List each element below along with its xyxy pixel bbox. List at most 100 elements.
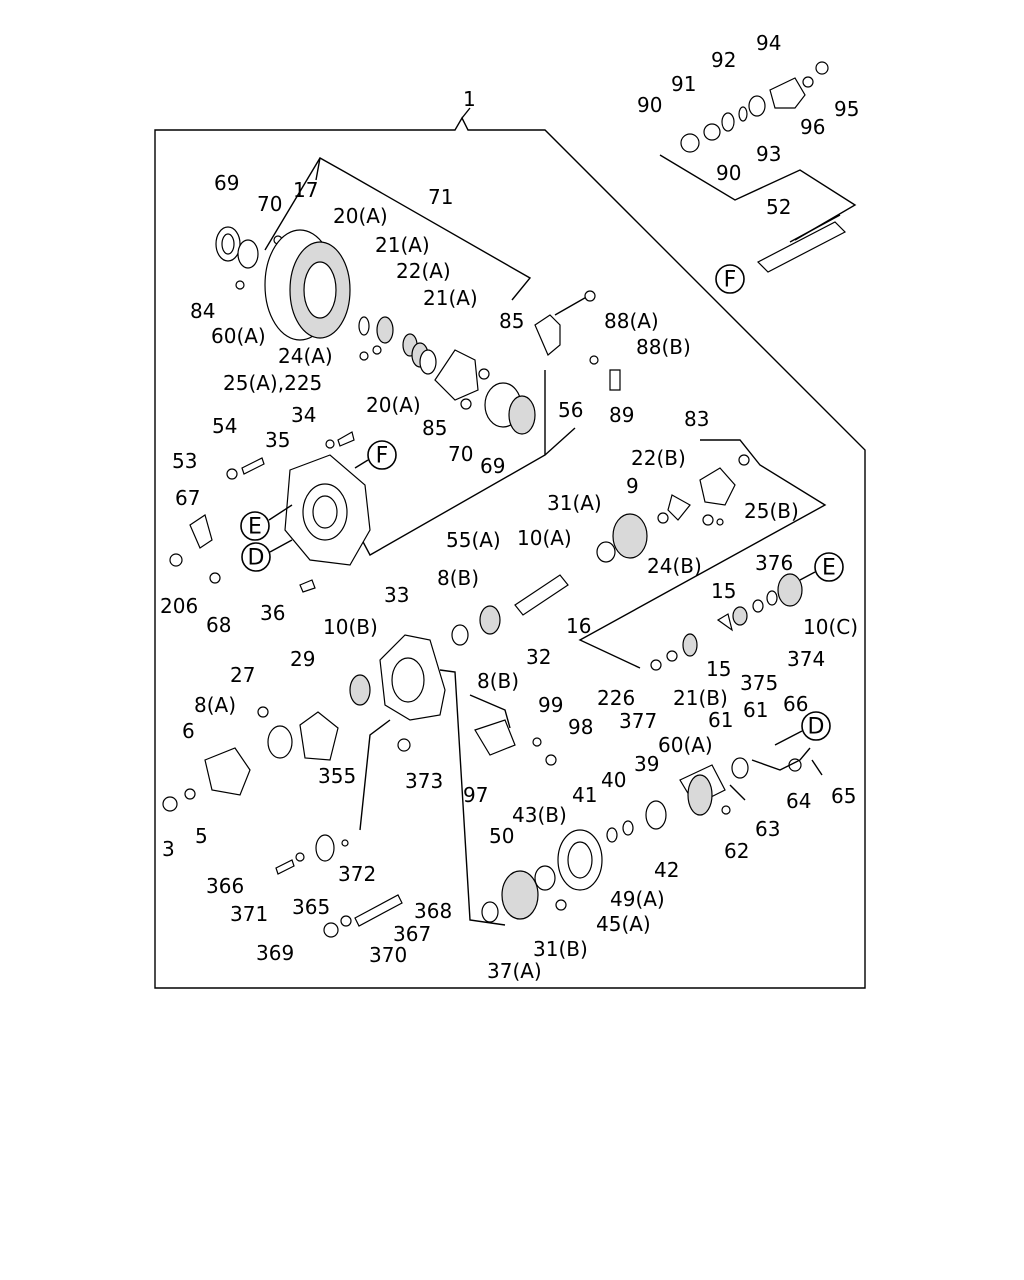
- label-91: 91: [671, 72, 696, 96]
- svg-text:F: F: [376, 444, 389, 469]
- label-21a-upper: 21(A): [375, 233, 430, 257]
- label-85-lower: 85: [422, 416, 447, 440]
- label-27: 27: [230, 663, 255, 687]
- label-10a: 10(A): [517, 526, 572, 550]
- callout-d-housing: D: [241, 542, 271, 572]
- label-16: 16: [566, 614, 591, 638]
- label-70-bottom: 70: [448, 442, 473, 466]
- label-15-upper: 15: [711, 579, 736, 603]
- ring-gear-group: [215, 157, 621, 435]
- label-36: 36: [260, 601, 285, 625]
- label-68: 68: [206, 613, 231, 637]
- label-95: 95: [834, 97, 859, 121]
- label-375: 375: [740, 671, 778, 695]
- label-52: 52: [766, 195, 791, 219]
- label-25b: 25(B): [744, 499, 799, 523]
- label-366: 366: [206, 874, 244, 898]
- label-50: 50: [489, 824, 514, 848]
- label-20a-upper: 20(A): [333, 204, 388, 228]
- label-99: 99: [538, 693, 563, 717]
- label-368: 368: [414, 899, 452, 923]
- label-41: 41: [572, 783, 597, 807]
- label-54: 54: [212, 414, 237, 438]
- label-8b-lower: 8(B): [477, 669, 519, 693]
- label-43b: 43(B): [512, 803, 567, 827]
- leader-56: [544, 427, 576, 456]
- label-97: 97: [463, 783, 488, 807]
- label-10c: 10(C): [803, 615, 858, 639]
- label-63: 63: [755, 817, 780, 841]
- callout-e-right: E: [814, 552, 844, 582]
- label-22a: 22(A): [396, 259, 451, 283]
- label-83: 83: [684, 407, 709, 431]
- callout-d-right: D: [801, 711, 831, 741]
- label-355: 355: [318, 764, 356, 788]
- label-6: 6: [182, 719, 195, 743]
- label-60a-right: 60(A): [658, 733, 713, 757]
- label-64: 64: [786, 789, 811, 813]
- label-21a-lower: 21(A): [423, 286, 478, 310]
- label-45a: 45(A): [596, 912, 651, 936]
- svg-text:E: E: [822, 556, 836, 581]
- label-49a: 49(A): [610, 887, 665, 911]
- kit-boundary-frame: [154, 116, 866, 989]
- label-371: 371: [230, 902, 268, 926]
- right-middle-group: [451, 439, 827, 671]
- label-88b: 88(B): [636, 335, 691, 359]
- label-369: 369: [256, 941, 294, 965]
- svg-text:D: D: [808, 715, 825, 740]
- label-90-upper: 90: [637, 93, 662, 117]
- label-372: 372: [338, 862, 376, 886]
- label-98: 98: [568, 715, 593, 739]
- label-31b: 31(B): [533, 937, 588, 961]
- label-35: 35: [265, 428, 290, 452]
- svg-text:F: F: [724, 268, 737, 293]
- label-20a-lower: 20(A): [366, 393, 421, 417]
- lower-group: [275, 747, 823, 938]
- label-93: 93: [756, 142, 781, 166]
- label-40: 40: [601, 768, 626, 792]
- label-10b: 10(B): [323, 615, 378, 639]
- label-67: 67: [175, 486, 200, 510]
- label-69-top: 69: [214, 171, 239, 195]
- callout-e-housing: E: [240, 511, 270, 541]
- label-15-lower: 15: [706, 657, 731, 681]
- label-94: 94: [756, 31, 781, 55]
- label-3: 3: [162, 837, 175, 861]
- leader-1: [461, 107, 471, 119]
- transfer-case-group: [162, 634, 557, 926]
- housing-group: [169, 370, 576, 593]
- label-88a: 88(A): [604, 309, 659, 333]
- label-29: 29: [290, 647, 315, 671]
- label-42: 42: [654, 858, 679, 882]
- label-90-lower: 90: [716, 161, 741, 185]
- shaft-52: [756, 221, 847, 273]
- label-377: 377: [619, 709, 657, 733]
- svg-text:E: E: [248, 515, 262, 540]
- label-71: 71: [428, 185, 453, 209]
- label-70-top: 70: [257, 192, 282, 216]
- label-21b: 21(B): [673, 686, 728, 710]
- label-8b-upper: 8(B): [437, 566, 479, 590]
- label-61-left: 61: [708, 708, 733, 732]
- bracket-71: [264, 157, 532, 301]
- bracket-upper-right: [659, 154, 857, 241]
- label-69-bottom: 69: [480, 454, 505, 478]
- label-9: 9: [626, 474, 639, 498]
- label-39: 39: [634, 752, 659, 776]
- label-24a: 24(A): [278, 344, 333, 368]
- label-96: 96: [800, 115, 825, 139]
- label-33: 33: [384, 583, 409, 607]
- label-370: 370: [369, 943, 407, 967]
- label-62: 62: [724, 839, 749, 863]
- label-376: 376: [755, 551, 793, 575]
- svg-text:D: D: [248, 546, 265, 571]
- callout-f-upper: F: [715, 264, 745, 294]
- label-1: 1: [463, 87, 476, 111]
- label-206: 206: [160, 594, 198, 618]
- label-60a-left: 60(A): [211, 324, 266, 348]
- callout-f-housing: F: [367, 440, 397, 470]
- label-61-right: 61: [743, 698, 768, 722]
- label-37a: 37(A): [487, 959, 542, 983]
